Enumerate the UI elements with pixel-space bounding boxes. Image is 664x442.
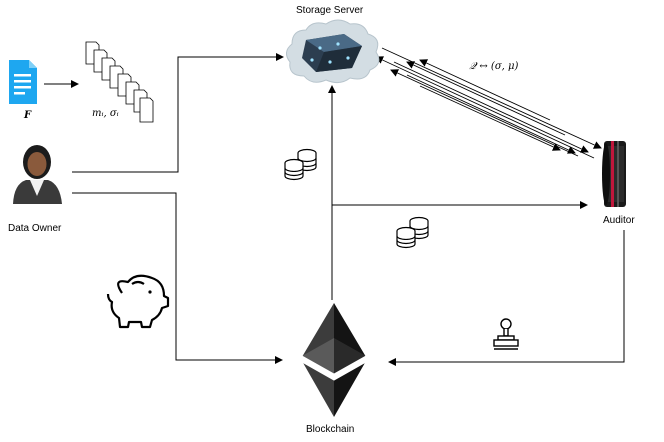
ethereum-icon (300, 301, 368, 420)
data-owner-label: Data Owner (8, 223, 62, 234)
auditor-label: Auditor (603, 215, 635, 226)
blockchain-label: Blockchain (306, 424, 355, 435)
person-avatar-icon (13, 145, 62, 204)
auditor-to-blockchain-arrow (388, 230, 625, 366)
lens-icon (602, 141, 626, 207)
piggy-bank-icon (106, 274, 170, 329)
file-label: F (24, 110, 32, 121)
blocks-label: mᵢ, σᵢ (92, 108, 119, 119)
owner-to-server-arrow (72, 53, 284, 173)
document-icon (9, 60, 37, 104)
stamp-icon (493, 318, 519, 350)
owner-to-blockchain-arrow (72, 192, 283, 364)
stacked-pages-icon (85, 41, 154, 123)
storage-server-label: Storage Server (296, 5, 364, 16)
connectors (44, 53, 625, 366)
coins-icon (284, 148, 317, 181)
cloud-server-icon (286, 19, 380, 84)
challenge-label: 𝒬 ↔ (σ, μ) (469, 61, 519, 72)
coins-icon (396, 216, 429, 249)
challenge-response-arrows (375, 47, 602, 159)
